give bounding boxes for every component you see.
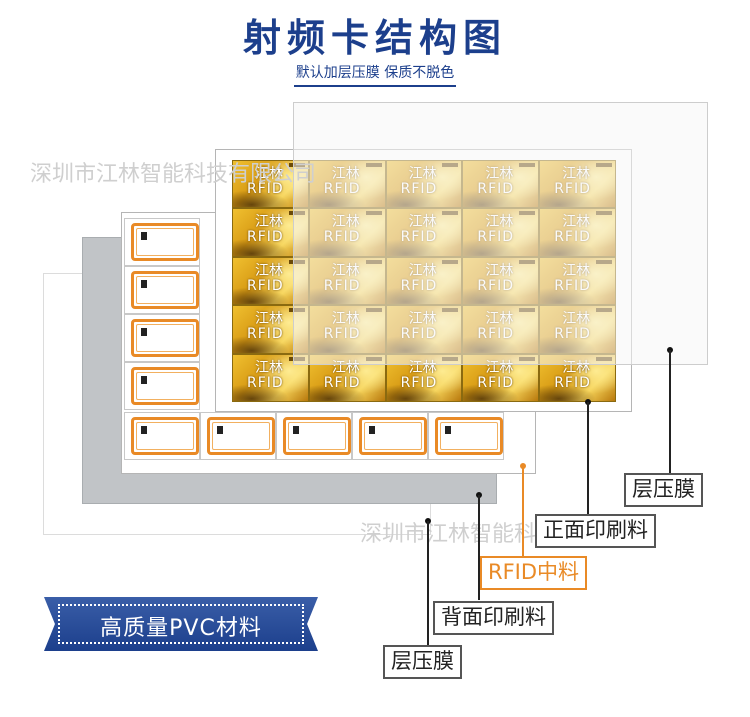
badge-dotted-border: [58, 604, 304, 644]
inlay-slot: [200, 412, 276, 460]
card-subtitle: RFID: [400, 374, 438, 391]
chip-icon: [369, 426, 375, 434]
card-title: 江林: [255, 359, 283, 376]
card-subtitle: RFID: [247, 374, 284, 391]
card-title: 江林: [255, 262, 283, 279]
card-title: 江林: [255, 166, 283, 182]
watermark-text: 深圳市江林智能科技有限公司: [30, 162, 317, 187]
card-subtitle: RFID: [247, 181, 284, 197]
inlay-slot: [124, 362, 200, 410]
callout-line: [587, 402, 589, 516]
card-subtitle: RFID: [554, 374, 591, 391]
antenna-coil-icon: [131, 417, 199, 455]
card-subtitle: RFID: [247, 229, 284, 246]
chip-icon: [141, 376, 147, 384]
antenna-coil-icon: [131, 367, 199, 405]
card-title: 江林: [255, 311, 283, 328]
label-front-print: 正面印刷料: [535, 514, 656, 548]
page-subtitle: 默认加层压膜 保质不脱色: [293, 64, 457, 87]
chip-icon: [141, 232, 147, 240]
card-subtitle: RFID: [323, 374, 361, 391]
card-subtitle: RFID: [477, 374, 515, 391]
callout-line: [522, 466, 524, 556]
chip-icon: [293, 426, 299, 434]
antenna-coil-icon: [359, 417, 427, 455]
inlay-slot: [352, 412, 428, 460]
inlay-slot: [124, 314, 200, 362]
callout-line: [669, 350, 671, 476]
inlay-slot: [124, 218, 200, 266]
pvc-material-badge: 高质量PVC材料: [44, 597, 318, 651]
antenna-coil-icon: [131, 223, 199, 261]
callout-line: [478, 495, 480, 600]
page-title: 射频卡结构图: [242, 16, 507, 60]
chip-icon: [141, 280, 147, 288]
chip-icon: [141, 426, 147, 434]
label-back-print: 背面印刷料: [433, 601, 554, 635]
callout-line: [427, 521, 429, 646]
inlay-slot: [124, 412, 200, 460]
laminate-layer-top: [293, 102, 708, 365]
chip-icon: [445, 426, 451, 434]
chip-icon: [141, 328, 147, 336]
chip-icon: [217, 426, 223, 434]
antenna-coil-icon: [131, 271, 199, 309]
card-subtitle: RFID: [247, 277, 284, 294]
subtitle-wrap: 默认加层压膜 保质不脱色: [0, 62, 750, 87]
label-top-laminate: 层压膜: [624, 473, 703, 507]
inlay-slot: [428, 412, 504, 460]
card-subtitle: RFID: [247, 326, 284, 343]
badge-text: 高质量PVC材料: [100, 616, 262, 641]
card-title: 江林: [255, 214, 283, 231]
antenna-coil-icon: [207, 417, 275, 455]
inlay-slot: [276, 412, 352, 460]
inlay-slot: [124, 266, 200, 314]
antenna-coil-icon: [435, 417, 503, 455]
antenna-coil-icon: [283, 417, 351, 455]
label-bottom-laminate: 层压膜: [383, 645, 462, 679]
label-rfid-inlay: RFID中料: [480, 556, 588, 590]
antenna-coil-icon: [131, 319, 199, 357]
